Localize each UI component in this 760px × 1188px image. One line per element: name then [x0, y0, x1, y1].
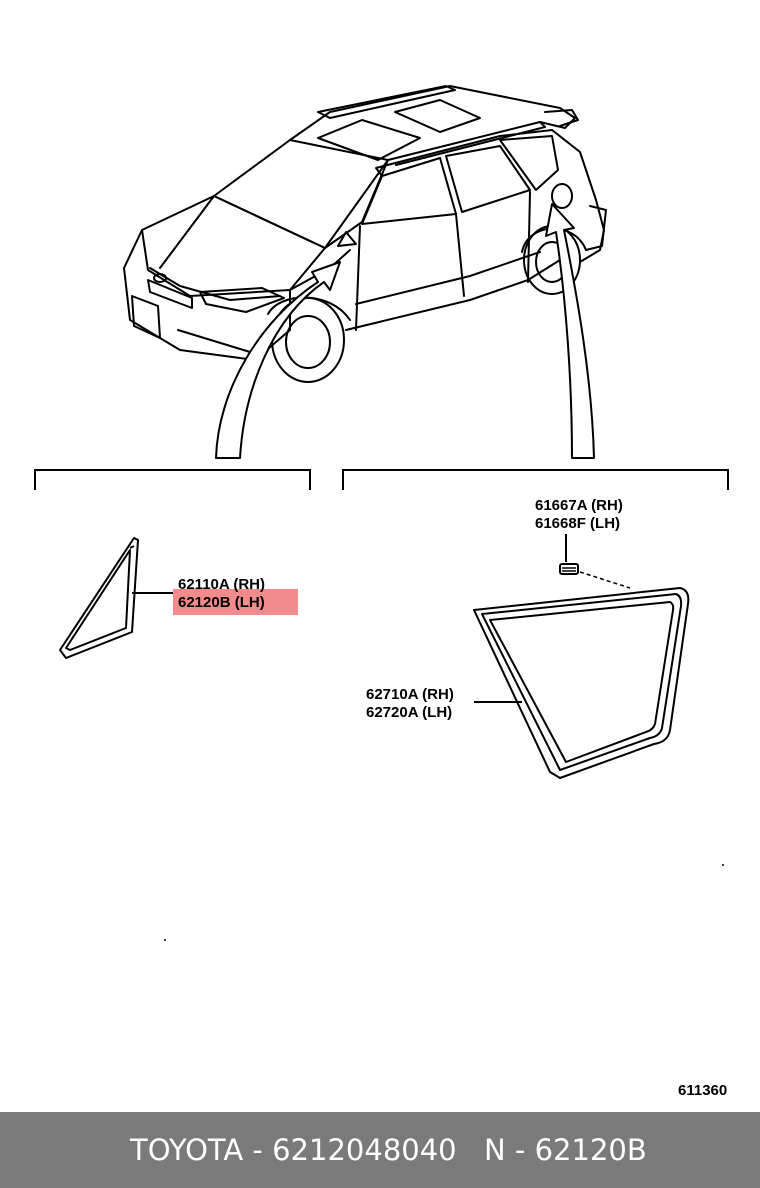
- clip-lh-label: 61668F (LH): [535, 515, 620, 532]
- clip-part: [559, 563, 579, 575]
- footer-part-number: TOYOTA - 6212048040: [130, 1133, 457, 1167]
- footer-ref-number: N - 62120B: [484, 1133, 647, 1167]
- arrow-front: [215, 261, 341, 459]
- group-bracket-left: [34, 469, 311, 490]
- car-illustration: [123, 85, 607, 383]
- parts-diagram: 62110A (RH) 62120B (LH) 61667A (RH) 6166…: [34, 85, 729, 1099]
- rear-window-seal-part: [473, 587, 690, 779]
- footer-bar: TOYOTA - 6212048040 N - 62120B: [0, 1112, 760, 1188]
- front-seal-lh-label[interactable]: 62120B (LH): [178, 594, 265, 611]
- selected-part-highlight: [173, 589, 298, 615]
- rear-seal-rh-label: 62710A (RH): [366, 686, 454, 703]
- arrow-rear: [545, 203, 595, 459]
- rear-seal-lh-label: 62720A (LH): [366, 704, 452, 721]
- illustration-code: 611360: [678, 1082, 727, 1099]
- group-bracket-right: [342, 469, 729, 490]
- speck: [722, 864, 724, 866]
- front-window-seal-part: [59, 537, 139, 659]
- clip-rh-label: 61667A (RH): [535, 497, 623, 514]
- clip-dashed-line: [579, 571, 631, 589]
- front-seal-rh-label: 62110A (RH): [178, 576, 265, 593]
- speck: [164, 939, 166, 941]
